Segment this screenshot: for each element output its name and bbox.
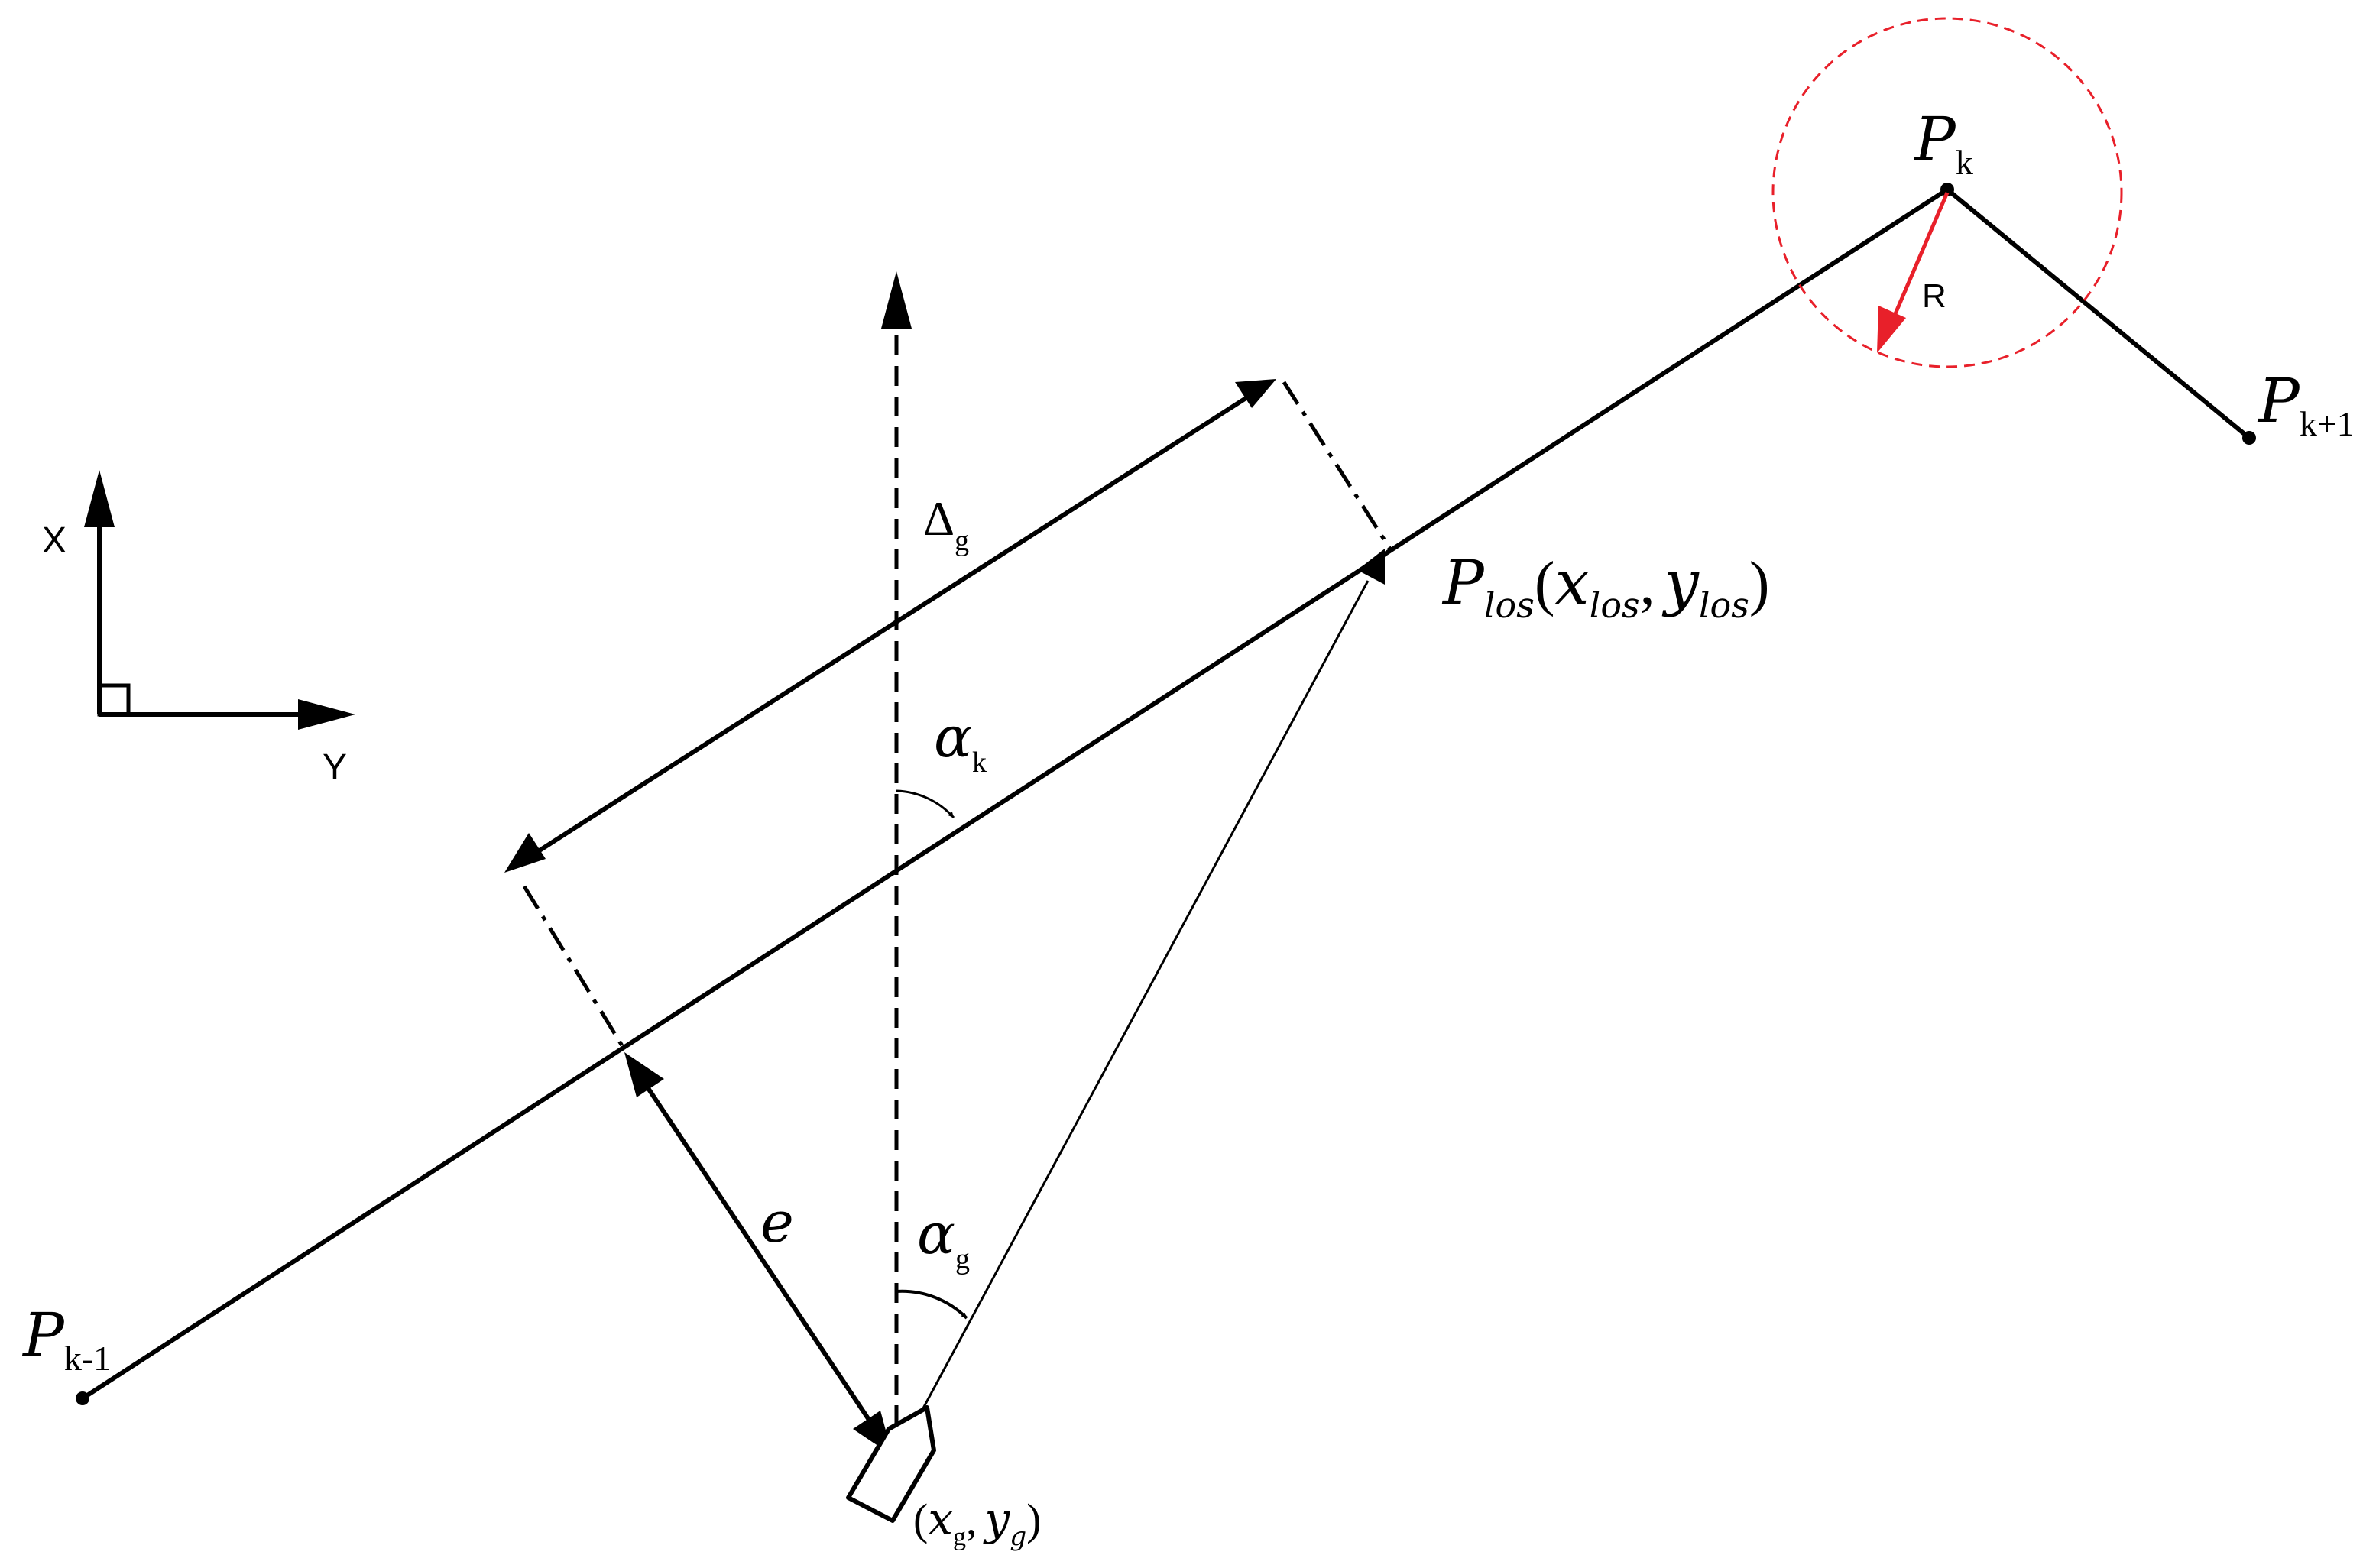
alpha-g-label: αg xyxy=(917,1201,970,1275)
x-axis-arrowhead xyxy=(84,470,115,527)
vessel-icon xyxy=(846,1405,936,1523)
delta-arrowhead-lower xyxy=(504,833,546,873)
waypoint-k1-label: Pk+1 xyxy=(2257,365,2355,443)
delta-extension-left xyxy=(522,885,625,1048)
coordinate-frame: X Y xyxy=(42,470,355,788)
line-of-sight-arrowhead xyxy=(1357,549,1385,585)
waypoint-k-1-label: Pk-1 xyxy=(21,1300,111,1378)
y-axis-label: Y xyxy=(323,747,347,788)
path-segment-k-to-k1 xyxy=(1946,187,2251,440)
path-segment-k-1-to-k xyxy=(81,187,1949,1401)
alpha-k-arc xyxy=(896,789,955,818)
waypoint-k xyxy=(1940,183,1954,196)
acceptance-circle xyxy=(1771,17,2123,368)
los-point-label: Plos(xlos,ylos) xyxy=(1441,547,1769,626)
delta-dimension-line xyxy=(530,394,1251,858)
delta-extension-right xyxy=(1282,381,1393,552)
line-of-sight xyxy=(900,580,1370,1449)
reference-arrowhead xyxy=(881,271,912,329)
x-axis-label: X xyxy=(42,520,66,561)
right-angle-marker xyxy=(97,683,131,717)
error-line xyxy=(640,1077,877,1430)
alpha-g-arc xyxy=(896,1289,968,1320)
cross-track-error-label: e xyxy=(760,1190,794,1255)
radius-line xyxy=(1890,192,1950,322)
lookahead-distance-label: Δg xyxy=(923,491,969,557)
waypoint-k-label: Pk xyxy=(1913,104,1973,182)
radius-label: R xyxy=(1922,277,1946,315)
waypoint-k1 xyxy=(2242,431,2256,445)
y-axis-arrowhead xyxy=(298,699,355,730)
error-arrowhead-upper xyxy=(624,1052,664,1097)
alpha-k-label: αk xyxy=(934,705,987,779)
vessel-position-label: (xg,yg) xyxy=(913,1493,1041,1552)
radius-arrowhead xyxy=(1877,306,1906,353)
delta-arrowhead-upper xyxy=(1235,379,1276,408)
waypoint-k-1 xyxy=(76,1391,89,1405)
